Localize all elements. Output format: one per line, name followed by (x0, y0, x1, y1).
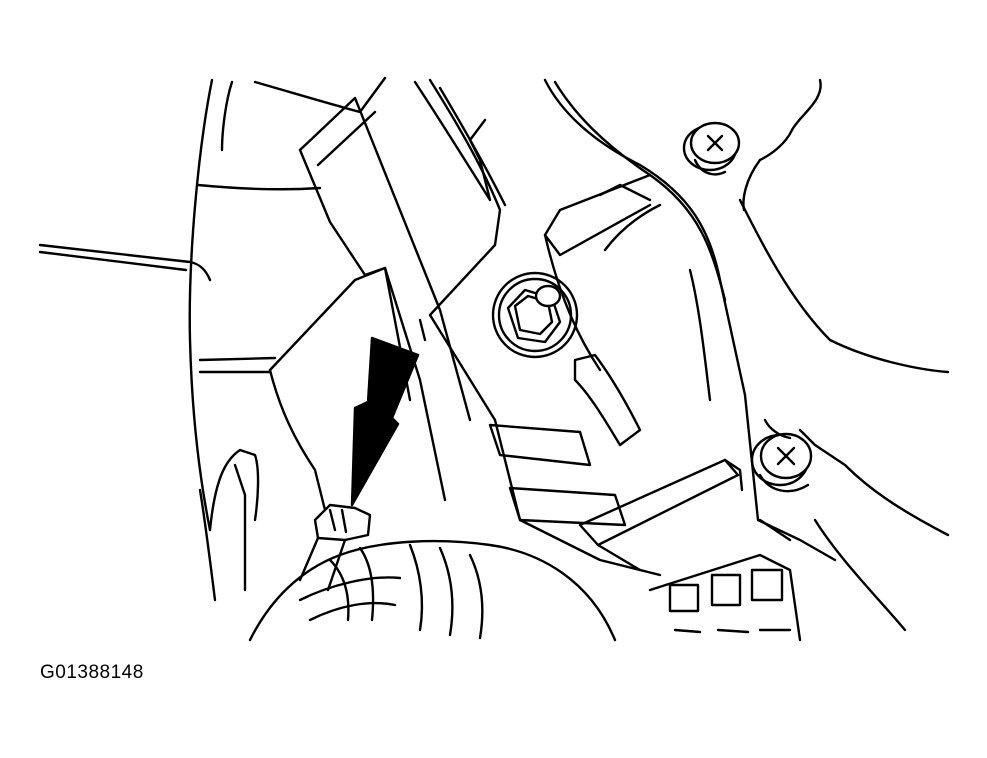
cowl-panel (38, 76, 387, 532)
screw-head-icon (682, 121, 741, 176)
side-panel (738, 78, 950, 632)
retaining-clip (298, 503, 372, 592)
nut-icon (491, 271, 579, 359)
guide-rail (578, 458, 744, 572)
wiring-harness (248, 539, 617, 642)
vent-grid (648, 553, 802, 642)
lower-bracket (198, 448, 260, 602)
figure-id: G01388148 (40, 662, 144, 683)
screw-head-icon (750, 418, 813, 493)
slot-openings (488, 353, 642, 527)
arrow-icon (350, 336, 420, 507)
